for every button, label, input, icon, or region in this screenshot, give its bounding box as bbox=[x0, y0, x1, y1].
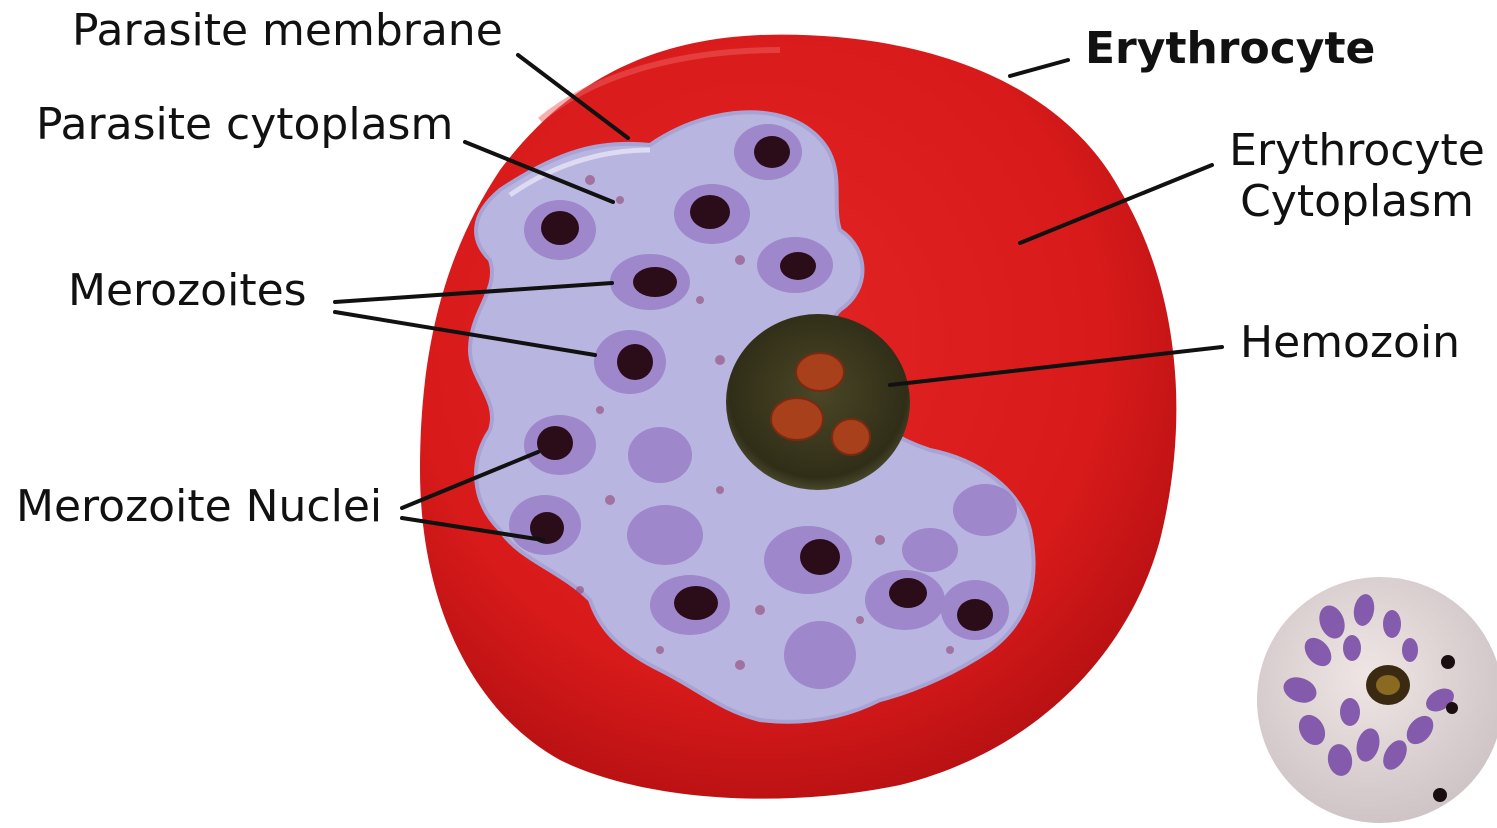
nucleus bbox=[617, 344, 653, 380]
hemozoin-crystal bbox=[832, 419, 870, 455]
merozoite bbox=[628, 427, 692, 483]
hemozoin-body bbox=[726, 314, 910, 490]
hemozoin-crystal bbox=[796, 353, 844, 391]
label-erythrocyte: Erythrocyte bbox=[1085, 24, 1375, 75]
label-merozoite-nuclei: Merozoite Nuclei bbox=[16, 482, 382, 533]
nucleus bbox=[690, 195, 730, 229]
merozoite bbox=[627, 505, 703, 565]
merozoite bbox=[953, 484, 1017, 536]
label-hemozoin: Hemozoin bbox=[1240, 318, 1460, 369]
nucleus bbox=[889, 578, 927, 608]
merozoite bbox=[902, 528, 958, 572]
micrograph-inset bbox=[1150, 577, 1497, 828]
nucleus bbox=[674, 586, 718, 620]
leader-erythrocyte bbox=[1010, 60, 1068, 76]
nucleus bbox=[754, 136, 790, 168]
label-parasite-cytoplasm: Parasite cytoplasm bbox=[36, 100, 453, 151]
label-merozoites: Merozoites bbox=[68, 266, 307, 317]
nucleus bbox=[780, 252, 816, 280]
nucleus bbox=[537, 426, 573, 460]
label-erythrocyte-cytoplasm-line1: Erythrocyte bbox=[1222, 126, 1492, 177]
nucleus bbox=[800, 539, 840, 575]
nucleus bbox=[541, 211, 579, 245]
hemozoin-crystal bbox=[771, 398, 823, 440]
label-erythrocyte-cytoplasm-line2: Cytoplasm bbox=[1222, 177, 1492, 228]
label-erythrocyte-cytoplasm: Erythrocyte Cytoplasm bbox=[1222, 126, 1492, 227]
label-parasite-membrane: Parasite membrane bbox=[72, 6, 503, 57]
nucleus bbox=[633, 267, 677, 297]
merozoite bbox=[784, 621, 856, 689]
nucleus bbox=[957, 599, 993, 631]
